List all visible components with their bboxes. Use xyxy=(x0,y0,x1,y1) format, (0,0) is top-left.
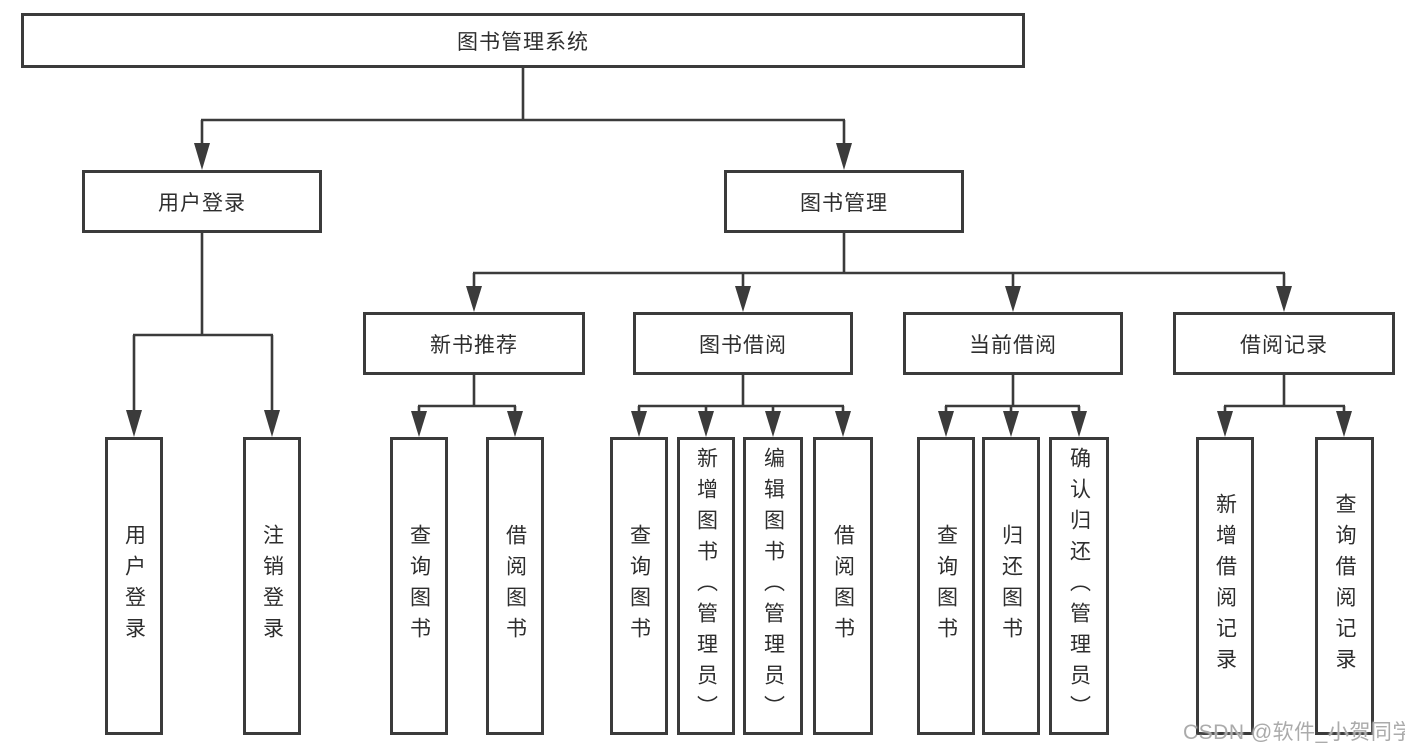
connector-new-book-to-leaves xyxy=(411,375,523,437)
node-book-borrow-box: 图书借阅 xyxy=(633,312,853,375)
node-book-borrow-label: 图书借阅 xyxy=(699,333,787,357)
leaf-edit-book-admin-box: 编辑图书（管理员） xyxy=(743,437,803,735)
node-new-book-recommend-label: 新书推荐 xyxy=(430,333,518,357)
leaf-borrow-book-1-box: 借阅图书 xyxy=(486,437,544,735)
root-box-system: 图书管理系统 xyxy=(21,13,1025,68)
leaf-return-book-box: 归还图书 xyxy=(982,437,1040,735)
leaf-borrow-book-2-label: 借阅图书 xyxy=(831,524,855,648)
node-current-borrow-label: 当前借阅 xyxy=(969,333,1057,357)
connector-borrow-record-to-leaves xyxy=(1217,375,1352,437)
leaf-query-book-1-box: 查询图书 xyxy=(390,437,448,735)
leaf-query-book-1-label: 查询图书 xyxy=(407,524,431,648)
csdn-watermark: CSDN @软件_小贺同学 xyxy=(1183,721,1405,744)
connector-book-management-to-level3 xyxy=(466,233,1292,312)
leaf-confirm-return-admin-box: 确认归还（管理员） xyxy=(1049,437,1109,735)
node-borrow-record-label: 借阅记录 xyxy=(1240,333,1328,357)
node-borrow-record-box: 借阅记录 xyxy=(1173,312,1395,375)
leaf-add-book-admin-box: 新增图书（管理员） xyxy=(677,437,735,735)
branch-book-management-box: 图书管理 xyxy=(724,170,964,233)
branch-user-login-box: 用户登录 xyxy=(82,170,322,233)
connector-current-borrow-to-leaves xyxy=(938,375,1087,437)
leaf-query-book-2-box: 查询图书 xyxy=(610,437,668,735)
connector-book-borrow-to-leaves xyxy=(631,375,851,437)
leaf-add-borrow-record-box: 新增借阅记录 xyxy=(1196,437,1254,735)
node-new-book-recommend-box: 新书推荐 xyxy=(363,312,585,375)
leaf-query-book-3-label: 查询图书 xyxy=(934,524,958,648)
leaf-add-borrow-record-label: 新增借阅记录 xyxy=(1213,493,1237,679)
leaf-query-book-3-box: 查询图书 xyxy=(917,437,975,735)
node-current-borrow-box: 当前借阅 xyxy=(903,312,1123,375)
leaf-confirm-return-admin-label: 确认归还（管理员） xyxy=(1067,446,1091,726)
leaf-borrow-book-1-label: 借阅图书 xyxy=(503,524,527,648)
leaf-return-book-label: 归还图书 xyxy=(999,524,1023,648)
branch-user-login-label: 用户登录 xyxy=(158,191,246,215)
connector-root-to-level2 xyxy=(194,68,852,170)
leaf-edit-book-admin-label: 编辑图书（管理员） xyxy=(761,446,785,726)
leaf-borrow-book-2-box: 借阅图书 xyxy=(813,437,873,735)
leaf-add-book-admin-label: 新增图书（管理员） xyxy=(694,446,718,726)
leaf-logout-box: 注销登录 xyxy=(243,437,301,735)
branch-book-management-label: 图书管理 xyxy=(800,191,888,215)
leaf-query-borrow-record-label: 查询借阅记录 xyxy=(1333,493,1356,679)
leaf-query-book-2-label: 查询图书 xyxy=(627,524,651,648)
root-label: 图书管理系统 xyxy=(457,30,589,54)
leaf-user-login-box: 用户登录 xyxy=(105,437,163,735)
leaf-query-borrow-record-box: 查询借阅记录 xyxy=(1315,437,1374,735)
leaf-logout-label: 注销登录 xyxy=(260,524,284,648)
connector-user-login-to-leaves xyxy=(126,233,280,437)
leaf-user-login-label: 用户登录 xyxy=(122,524,146,648)
